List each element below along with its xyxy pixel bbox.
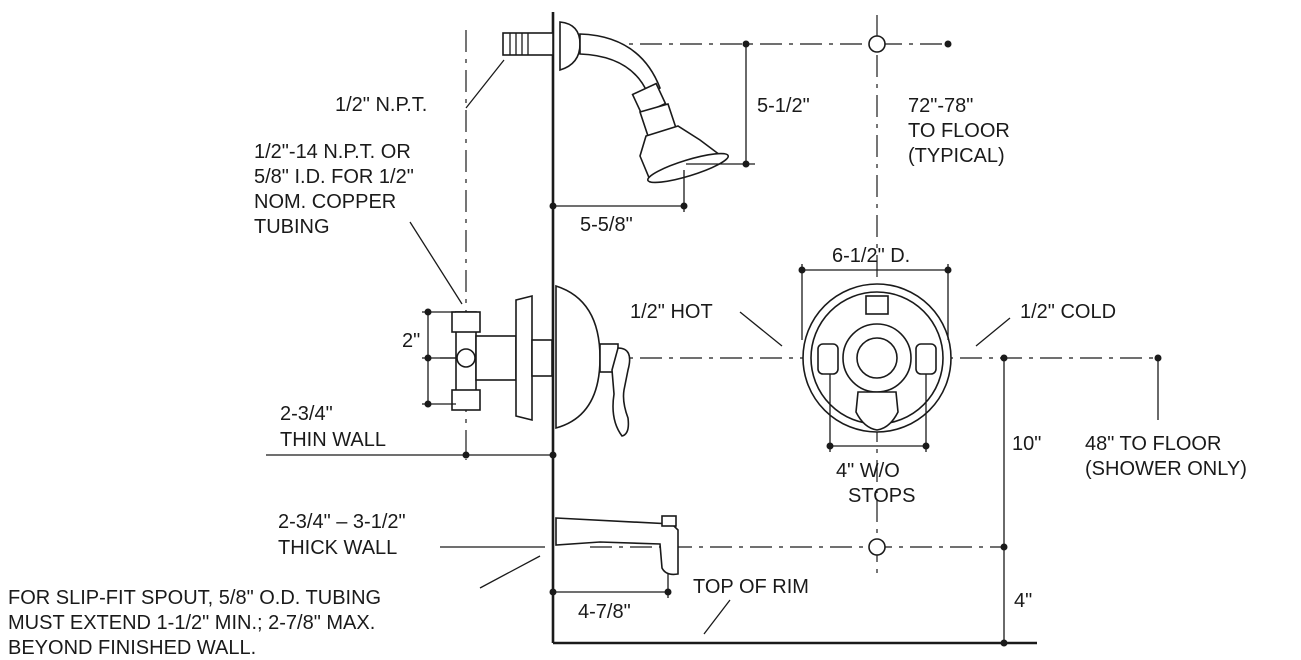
label-head-height-line1: 72"-78": [908, 95, 973, 117]
label-spout-reach: 4-7/8": [578, 601, 631, 623]
label-slip-fit-line3: BEYOND FINISHED WALL.: [8, 637, 256, 659]
label-trim-diameter: 6-1/2" D.: [832, 245, 910, 267]
label-hot: 1/2" HOT: [630, 301, 713, 323]
label-npt14-line2: 5/8" I.D. FOR 1/2": [254, 166, 414, 188]
label-npt14-line4: TUBING: [254, 216, 330, 238]
cartridge-center: [856, 337, 898, 379]
shower-face: [646, 152, 730, 184]
hot-inlet-lug: [817, 343, 839, 375]
label-slip-fit-line1: FOR SLIP-FIT SPOUT, 5/8" O.D. TUBING: [8, 587, 381, 609]
label-top-of-rim: TOP OF RIM: [693, 576, 809, 598]
cold-inlet-lug: [915, 343, 937, 375]
label-stops-line2: STOPS: [848, 485, 915, 507]
trim-handle-front: [855, 391, 899, 431]
valve-port-center: [456, 348, 476, 368]
shower-arm-and-head: [502, 21, 730, 184]
label-head-height-line3: (TYPICAL): [908, 145, 1005, 167]
lever-handle: [611, 347, 631, 437]
label-stops-line1: 4" W/O: [836, 460, 900, 482]
valve-bottom-port: [451, 389, 481, 411]
valve-cartridge-housing: [475, 335, 517, 381]
label-thin-wall-line1: 2-3/4": [280, 403, 333, 425]
diverter-knob: [661, 515, 677, 527]
label-npt14-line3: NOM. COPPER: [254, 191, 396, 213]
label-thin-wall-line2: THIN WALL: [280, 429, 386, 451]
label-npt: 1/2" N.P.T.: [335, 94, 427, 116]
label-head-height-line2: TO FLOOR: [908, 120, 1010, 142]
label-valve-height-line1: 48" TO FLOOR: [1085, 433, 1221, 455]
label-cold: 1/2" COLD: [1020, 301, 1116, 323]
shower-arm-bend: [579, 33, 662, 96]
spout-body: [555, 517, 679, 576]
label-valve-height-line2: (SHOWER ONLY): [1085, 458, 1247, 480]
label-valve-spacing: 2": [402, 330, 420, 352]
label-thick-wall-line2: THICK WALL: [278, 537, 397, 559]
label-valve-to-spout: 10": [1012, 433, 1041, 455]
top-stop: [865, 295, 889, 315]
valve-mounting-plate: [515, 294, 533, 422]
valve-body-side: [451, 284, 631, 437]
spout-center-marker: [868, 538, 886, 556]
label-npt14-line1: 1/2"-14 N.P.T. OR: [254, 141, 411, 163]
label-slip-fit-line2: MUST EXTEND 1-1/2" MIN.; 2-7/8" MAX.: [8, 612, 375, 634]
valve-stem: [531, 339, 553, 377]
valve-trim-front: [802, 283, 952, 433]
label-spout-to-rim: 4": [1014, 590, 1032, 612]
label-thick-wall-line1: 2-3/4" – 3-1/2": [278, 511, 406, 533]
valve-top-port: [451, 311, 481, 333]
shower-arm-center-marker: [868, 35, 886, 53]
tub-spout: [555, 515, 679, 576]
label-arm-drop: 5-1/2": [757, 95, 810, 117]
shower-flange: [559, 21, 581, 72]
escutcheon-side: [555, 284, 601, 430]
label-arm-reach: 5-5/8": [580, 214, 633, 236]
